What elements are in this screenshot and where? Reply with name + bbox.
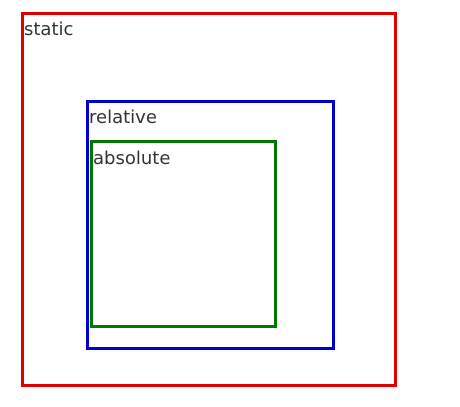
- relative-box: relative absolute: [86, 100, 335, 350]
- static-box: static relative absolute: [21, 12, 397, 387]
- absolute-box: absolute: [90, 140, 277, 328]
- static-label: static: [24, 19, 74, 40]
- absolute-label: absolute: [93, 148, 171, 169]
- relative-label: relative: [89, 107, 157, 128]
